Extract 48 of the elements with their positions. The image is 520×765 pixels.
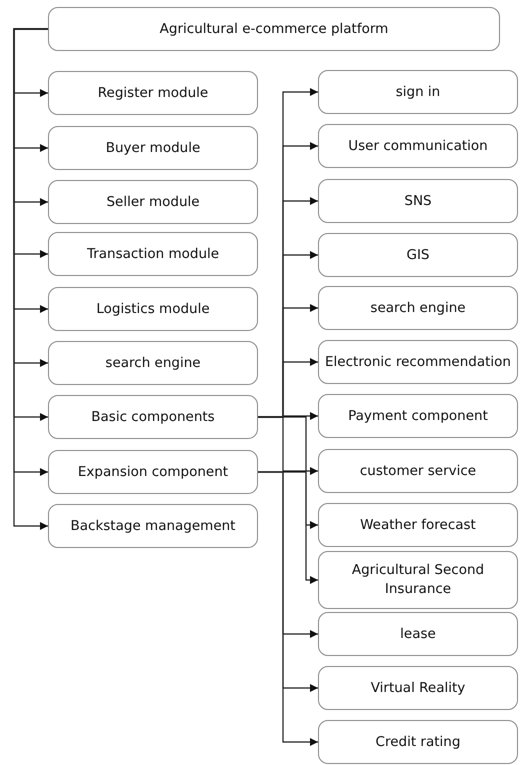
module-label: Seller module <box>106 192 200 212</box>
module-label: Weather forecast <box>360 516 476 534</box>
module-box <box>48 287 258 331</box>
module-box <box>318 394 518 438</box>
module-box <box>48 126 258 170</box>
module-box <box>48 7 500 51</box>
arrow <box>258 416 318 529</box>
module-label: Agricultural e-commerce platform <box>160 20 388 38</box>
module-box <box>48 395 258 439</box>
module-label: customer service <box>360 462 476 480</box>
module-box <box>318 340 518 384</box>
module-box <box>318 720 518 764</box>
module-box <box>48 504 258 548</box>
module-box <box>48 341 258 385</box>
module-box <box>318 666 518 710</box>
module-box <box>318 124 518 168</box>
module-label: Logistics module <box>96 300 210 318</box>
module-label: Transaction module <box>86 244 220 264</box>
module-label: GIS <box>406 246 430 264</box>
module-label: Backstage management <box>70 516 236 536</box>
module-label: Electronic recommendation <box>325 352 511 372</box>
module-label: User communication <box>348 136 488 156</box>
module-label: SNS <box>404 192 432 210</box>
module-label: search engine <box>370 298 466 318</box>
module-box <box>318 551 518 609</box>
module-box <box>48 180 258 224</box>
module-box <box>318 233 518 277</box>
module-box <box>318 286 518 330</box>
module-box <box>318 449 518 493</box>
arrow <box>258 471 318 746</box>
module-label: sign in <box>396 82 440 102</box>
module-label: Virtual Reality <box>370 678 466 698</box>
module-label: Credit rating <box>376 732 460 752</box>
module-label: search engine <box>105 354 201 372</box>
module-label: Basic components <box>91 408 215 426</box>
module-box <box>48 232 258 276</box>
module-box <box>318 503 518 547</box>
module-label: Agricultural Second Insurance <box>350 561 486 599</box>
module-label: Buyer module <box>106 138 200 158</box>
module-label: Register module <box>98 84 208 102</box>
module-box <box>318 70 518 114</box>
module-box <box>318 612 518 656</box>
module-box <box>48 71 258 115</box>
module-label: Payment component <box>348 406 488 426</box>
module-box <box>48 450 258 494</box>
module-box <box>318 179 518 223</box>
module-label: lease <box>400 624 436 644</box>
module-label: Expansion component <box>78 462 228 482</box>
